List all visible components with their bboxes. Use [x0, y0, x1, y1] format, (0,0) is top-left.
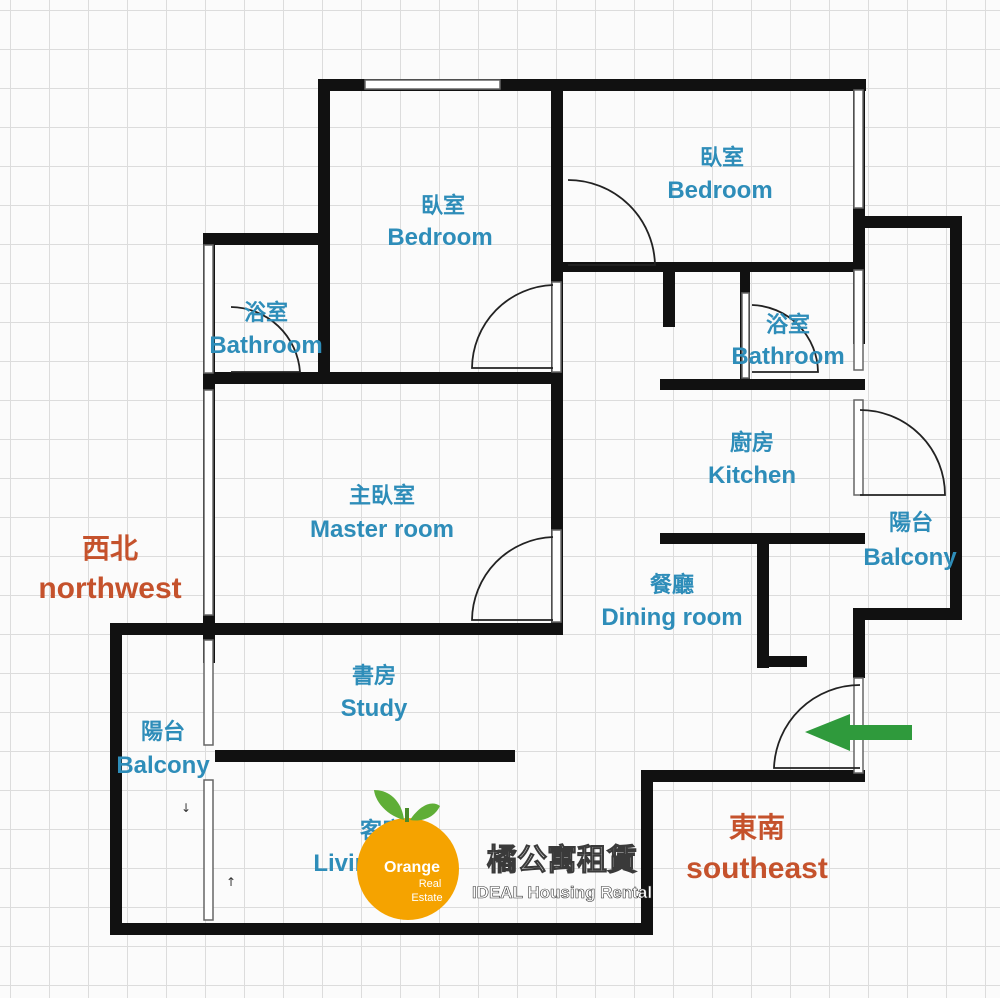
green-arrow-icon [805, 714, 912, 751]
bedroom-north-label-zh: 臥室 [421, 193, 465, 219]
down-mark: ↓ [181, 801, 191, 815]
door-bedroom-northeast [567, 179, 656, 266]
study-label-zh: 書房 [352, 663, 396, 689]
bedroom-northeast-label-zh: 臥室 [700, 145, 744, 171]
balcony-east-label-zh: 陽台 [889, 510, 933, 536]
brand-name-zh: 橘公寓租賃 [487, 843, 637, 878]
logo: Orange Real Estate [357, 790, 459, 920]
dining-room-label-zh: 餐廳 [650, 572, 694, 598]
master-room-label-en: Master room [310, 516, 454, 543]
balcony-east-label-en: Balcony [863, 544, 957, 571]
door-entrance [773, 684, 861, 769]
kitchen-label-en: Kitchen [708, 462, 796, 489]
doors [230, 179, 946, 769]
study-label-en: Study [341, 695, 408, 722]
kitchen-label-zh: 廚房 [730, 430, 774, 456]
door-balcony-east [859, 409, 946, 496]
bedroom-north-label-en: Bedroom [387, 224, 492, 251]
southeast-label-zh: 東南 [729, 811, 785, 844]
bathroom-west-label-zh: 浴室 [244, 300, 288, 326]
door-master-room [471, 536, 554, 621]
bathroom-east-label-en: Bathroom [731, 343, 844, 370]
walls [110, 79, 962, 935]
brand-name-en: IDEAL Housing Rental [472, 883, 652, 902]
northwest-label-zh: 西北 [82, 532, 138, 565]
orange-logo-circle [357, 818, 459, 920]
logo-sub-real: Real [419, 878, 442, 890]
stem [405, 808, 409, 822]
balcony-west-label-en: Balcony [116, 752, 210, 779]
door-bathroom-east [751, 304, 819, 373]
up-mark: ↑ [226, 875, 236, 889]
door-bedroom-north [471, 284, 554, 369]
bathroom-west-label-en: Bathroom [209, 332, 322, 359]
dining-room-label-en: Dining room [601, 604, 742, 631]
southeast-label-en: southeast [686, 852, 828, 885]
northwest-label-en: northwest [38, 572, 181, 605]
bedroom-northeast-label-en: Bedroom [667, 177, 772, 204]
logo-sub-estate: Estate [411, 892, 442, 904]
balcony-west-label-zh: 陽台 [141, 719, 185, 745]
leaf-icon-right [410, 803, 440, 821]
windows [203, 79, 864, 921]
logo-word: Orange [384, 859, 440, 876]
leaf-icon [374, 790, 404, 820]
direction-labels: 西北 northwest 東南 southeast [38, 532, 828, 885]
bathroom-east-label-zh: 浴室 [766, 312, 810, 338]
master-room-label-zh: 主臥室 [349, 483, 415, 509]
door-bathroom-west [230, 306, 301, 373]
